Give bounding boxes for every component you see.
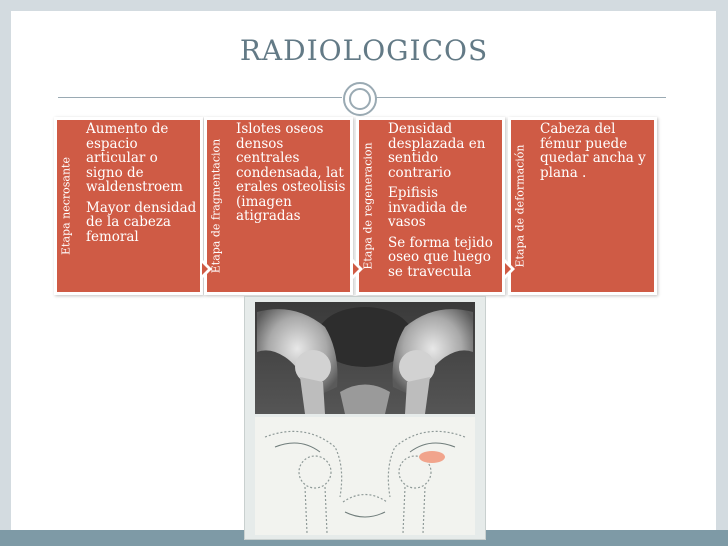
stage-necrosante-text: Aumento de espacio articular o signo de … [86,122,198,250]
stage-text-line: Cabeza del fémur puede quedar ancha y pl… [540,121,646,181]
stage-fragmentacion-text: Islotes oseos densos centrales condensad… [236,122,348,230]
divider-ornament [343,82,377,116]
title-divider-left [58,97,342,98]
stage-text-line: Se forma tejido oseo que luego se travec… [388,234,493,280]
stage-deformacion-text: Cabeza del fémur puede quedar ancha y pl… [540,122,652,186]
connector-arrow-mark [505,263,511,275]
hip-xray-figure [244,296,486,540]
stage-necrosante [54,117,203,295]
stage-deformacion [508,117,657,295]
connector-arrow-mark [353,263,359,275]
stage-text-line: Mayor densidad de la cabeza femoral [86,199,197,245]
stage-text-line: Aumento de espacio articular o signo de … [86,121,183,195]
stage-text-line: Epifisis invadida de vasos [388,185,468,230]
stage-regeneracion-text: Densidad desplazada en sentido contrario… [388,122,500,285]
slide-title: RADIOLOGICOS [239,34,489,67]
connector-arrow-mark [202,263,208,275]
title-divider-right [376,97,666,98]
stage-text-line: Densidad desplazada en sentido contrario [388,121,486,181]
hip-xray-illustration [255,302,475,535]
stage-fragmentacion [204,117,353,295]
stage-necrosante-title: Etapa necrosante [59,157,72,255]
stage-text-line: Islotes oseos densos centrales condensad… [236,121,346,224]
stage-regeneracion [356,117,505,295]
